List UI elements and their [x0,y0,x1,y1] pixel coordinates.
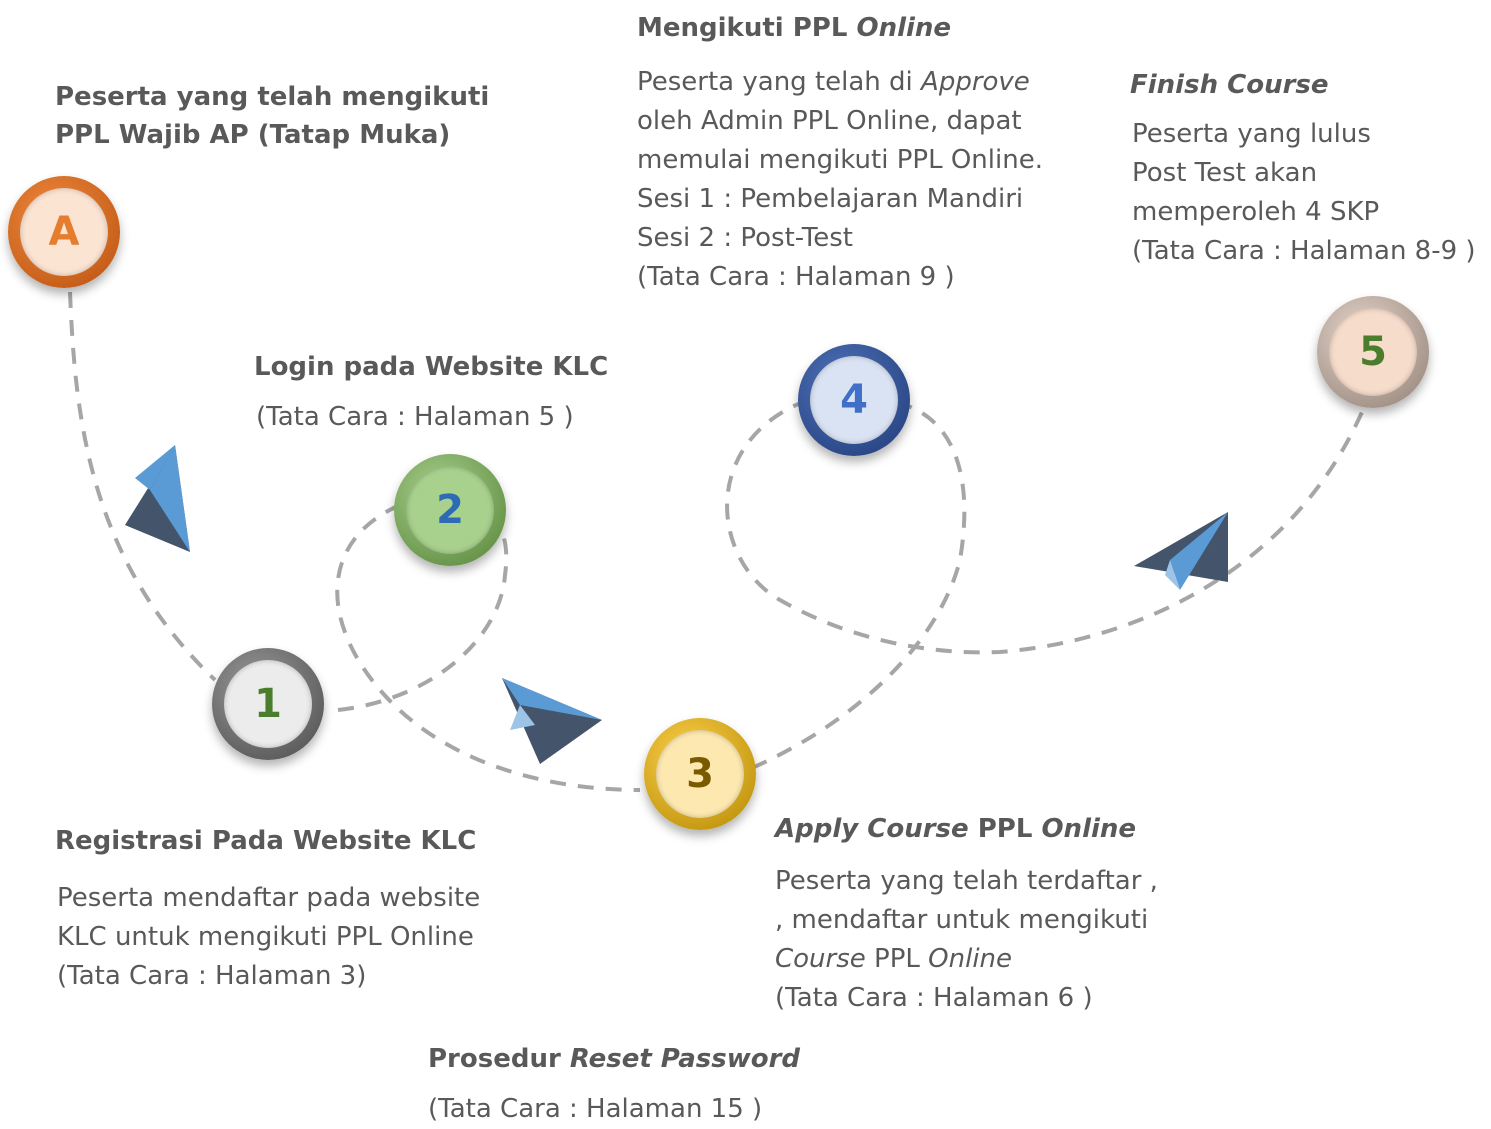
paper-plane-icon-1 [125,445,190,552]
step-3-line-3-rest: PPL [865,944,929,974]
step-3-title-italic-2: Online [1041,814,1137,844]
step-a-title: Peserta yang telah mengikuti PPL Wajib A… [55,78,489,154]
step-1-title: Registrasi Pada Website KLC [55,826,477,856]
step-5-label: 5 [1329,308,1417,396]
paper-plane-icon-3 [1134,512,1228,590]
step-4-line-3: memulai mengikuti PPL Online. [637,145,1043,175]
step-4-line-2: oleh Admin PPL Online, dapat [637,106,1022,136]
step-4-line-1-italic: Approve [921,67,1030,97]
step-5-line-1: Peserta yang lulus [1132,119,1371,149]
step-1-badge: 1 [212,648,324,760]
path-2-to-3 [335,503,641,792]
step-3-line-3-italic-2: Online [928,944,1013,974]
path-a-to-1 [68,291,217,682]
step-2-label: 2 [406,466,494,554]
step-1-label: 1 [224,660,312,748]
path-4-loop-to-5 [725,398,1367,655]
step-5-line-3: memperoleh 4 SKP [1132,197,1380,227]
step-3-line-4: (Tata Cara : Halaman 6 ) [775,983,1093,1013]
step-3-label: 3 [656,730,744,818]
step-3-line-1: Peserta yang telah terdaftar , [775,866,1158,896]
step-4-line-1: Peserta yang telah di Approve [637,63,1043,102]
reset-password-description: (Tata Cara : Halaman 15 ) [428,1094,763,1124]
step-4-line-4: Sesi 1 : Pembelajaran Mandiri [637,184,1024,214]
step-2-line-1: (Tata Cara : Halaman 5 ) [256,402,574,432]
step-3-badge: 3 [644,718,756,830]
step-5-title: Finish Course [1130,70,1329,100]
step-a-label: A [20,188,108,276]
step-5-line-2: Post Test akan [1132,158,1318,188]
step-5-badge: 5 [1317,296,1429,408]
step-4-title: Mengikuti PPL Online [637,9,951,47]
step-1-line-1: Peserta mendaftar pada website [57,883,481,913]
step-4-title-main: Mengikuti PPL [637,13,857,43]
step-2-description: (Tata Cara : Halaman 5 ) [256,398,574,437]
step-3-line-3: Course PPL Online [775,940,1158,979]
step-1-line-2: KLC untuk mengikuti PPL Online [57,922,474,952]
step-1-description: Peserta mendaftar pada website KLC untuk… [57,879,480,996]
step-4-line-1-text: Peserta yang telah di [637,67,922,97]
step-a-badge: A [8,176,120,288]
step-3-line-3-italic: Course [775,944,866,974]
step-4-badge: 4 [798,344,910,456]
step-3-title-italic: Apply Course [775,814,969,844]
step-3-description: Peserta yang telah terdaftar , , mendaft… [775,862,1158,1018]
step-3-line-2: , mendaftar untuk mengikuti [775,905,1149,935]
path-3-to-4 [751,403,967,770]
step-4-line-6: (Tata Cara : Halaman 9 ) [637,262,955,292]
paper-plane-icon-2 [502,678,602,764]
step-a-title-line-1: Peserta yang telah mengikuti [55,82,490,112]
step-2-title: Login pada Website KLC [254,352,609,382]
step-2-badge: 2 [394,454,506,566]
reset-title-italic: Reset Password [569,1044,801,1074]
step-3-title: Apply Course PPL Online [775,810,1136,848]
step-1-line-3: (Tata Cara : Halaman 3) [57,961,367,991]
step-4-description: Peserta yang telah di Approve oleh Admin… [637,63,1043,297]
reset-password-title: Prosedur Reset Password [428,1040,800,1078]
step-4-label: 4 [810,356,898,444]
step-4-line-5: Sesi 2 : Post-Test [637,223,853,253]
step-a-title-line-2: PPL Wajib AP (Tatap Muka) [55,120,451,150]
path-1-to-2 [337,508,509,712]
step-5-line-4: (Tata Cara : Halaman 8-9 ) [1132,236,1476,266]
reset-title-main: Prosedur [428,1044,570,1074]
step-5-description: Peserta yang lulus Post Test akan memper… [1132,115,1476,271]
step-3-title-rest: PPL [968,814,1042,844]
step-4-title-italic: Online [856,13,952,43]
